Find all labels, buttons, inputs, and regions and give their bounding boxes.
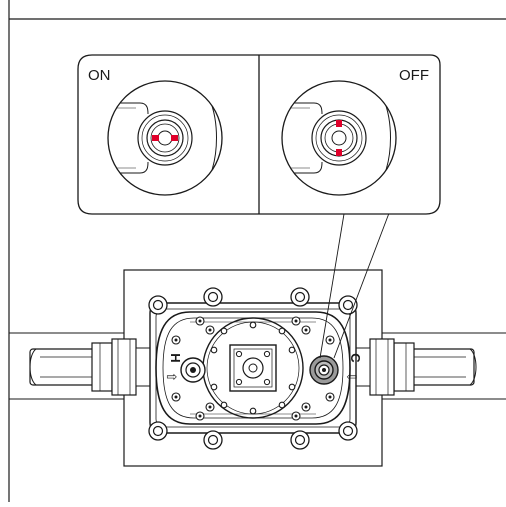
valve-bolt	[278, 327, 286, 335]
off-indicator-bottom	[336, 149, 342, 156]
valve-bolt	[249, 407, 257, 415]
valve-bolt	[210, 383, 218, 391]
mounting-lug	[290, 287, 310, 307]
pipe-right	[355, 338, 477, 396]
on-indicator-right	[171, 135, 178, 141]
cold-side-valve	[309, 355, 339, 385]
valve-bolt	[220, 401, 228, 409]
valve-bolt	[171, 392, 181, 402]
valve-bolt	[205, 402, 215, 412]
valve-bolt	[301, 325, 311, 335]
cold-label: C	[348, 353, 363, 363]
valve-bolt	[278, 401, 286, 409]
arrow-right-icon: ⇨	[167, 369, 178, 384]
mounting-lug	[148, 421, 168, 441]
valve-bolt	[249, 321, 257, 329]
mounting-lug	[338, 421, 358, 441]
on-label: ON	[88, 67, 111, 84]
off-detail	[281, 80, 397, 196]
valve-bolt	[288, 346, 296, 354]
callout-leader-right	[333, 199, 395, 359]
valve-bolt	[195, 411, 205, 421]
valve-bolt	[195, 316, 205, 326]
cover-screw	[235, 350, 243, 358]
cover-screw	[235, 378, 243, 386]
valve-bolt	[291, 316, 301, 326]
valve-bolts	[171, 316, 335, 421]
hot-label: H	[168, 353, 183, 362]
on-detail	[107, 80, 223, 196]
off-label: OFF	[399, 67, 429, 84]
valve-bolt	[220, 327, 228, 335]
cover-screw	[263, 378, 271, 386]
mounting-lug	[203, 287, 223, 307]
off-indicator-top	[336, 120, 342, 127]
valve-bolt	[210, 346, 218, 354]
pipe-left	[29, 338, 151, 396]
mounting-lug	[203, 430, 223, 450]
valve-bolt	[291, 411, 301, 421]
valve-bolt	[171, 335, 181, 345]
valve-bolt	[325, 335, 335, 345]
callout-leader-left	[319, 213, 345, 359]
hot-side-valve	[180, 357, 206, 383]
mounting-lug	[148, 295, 168, 315]
on-indicator-left	[152, 135, 159, 141]
valve-bolt	[325, 392, 335, 402]
valve-bolt	[205, 325, 215, 335]
valve-bolt	[301, 402, 311, 412]
mounting-lugs	[148, 287, 358, 450]
arrow-left-icon: ⇦	[347, 369, 358, 384]
mounting-lug	[290, 430, 310, 450]
valve-bolt	[288, 383, 296, 391]
cover-screw	[263, 350, 271, 358]
